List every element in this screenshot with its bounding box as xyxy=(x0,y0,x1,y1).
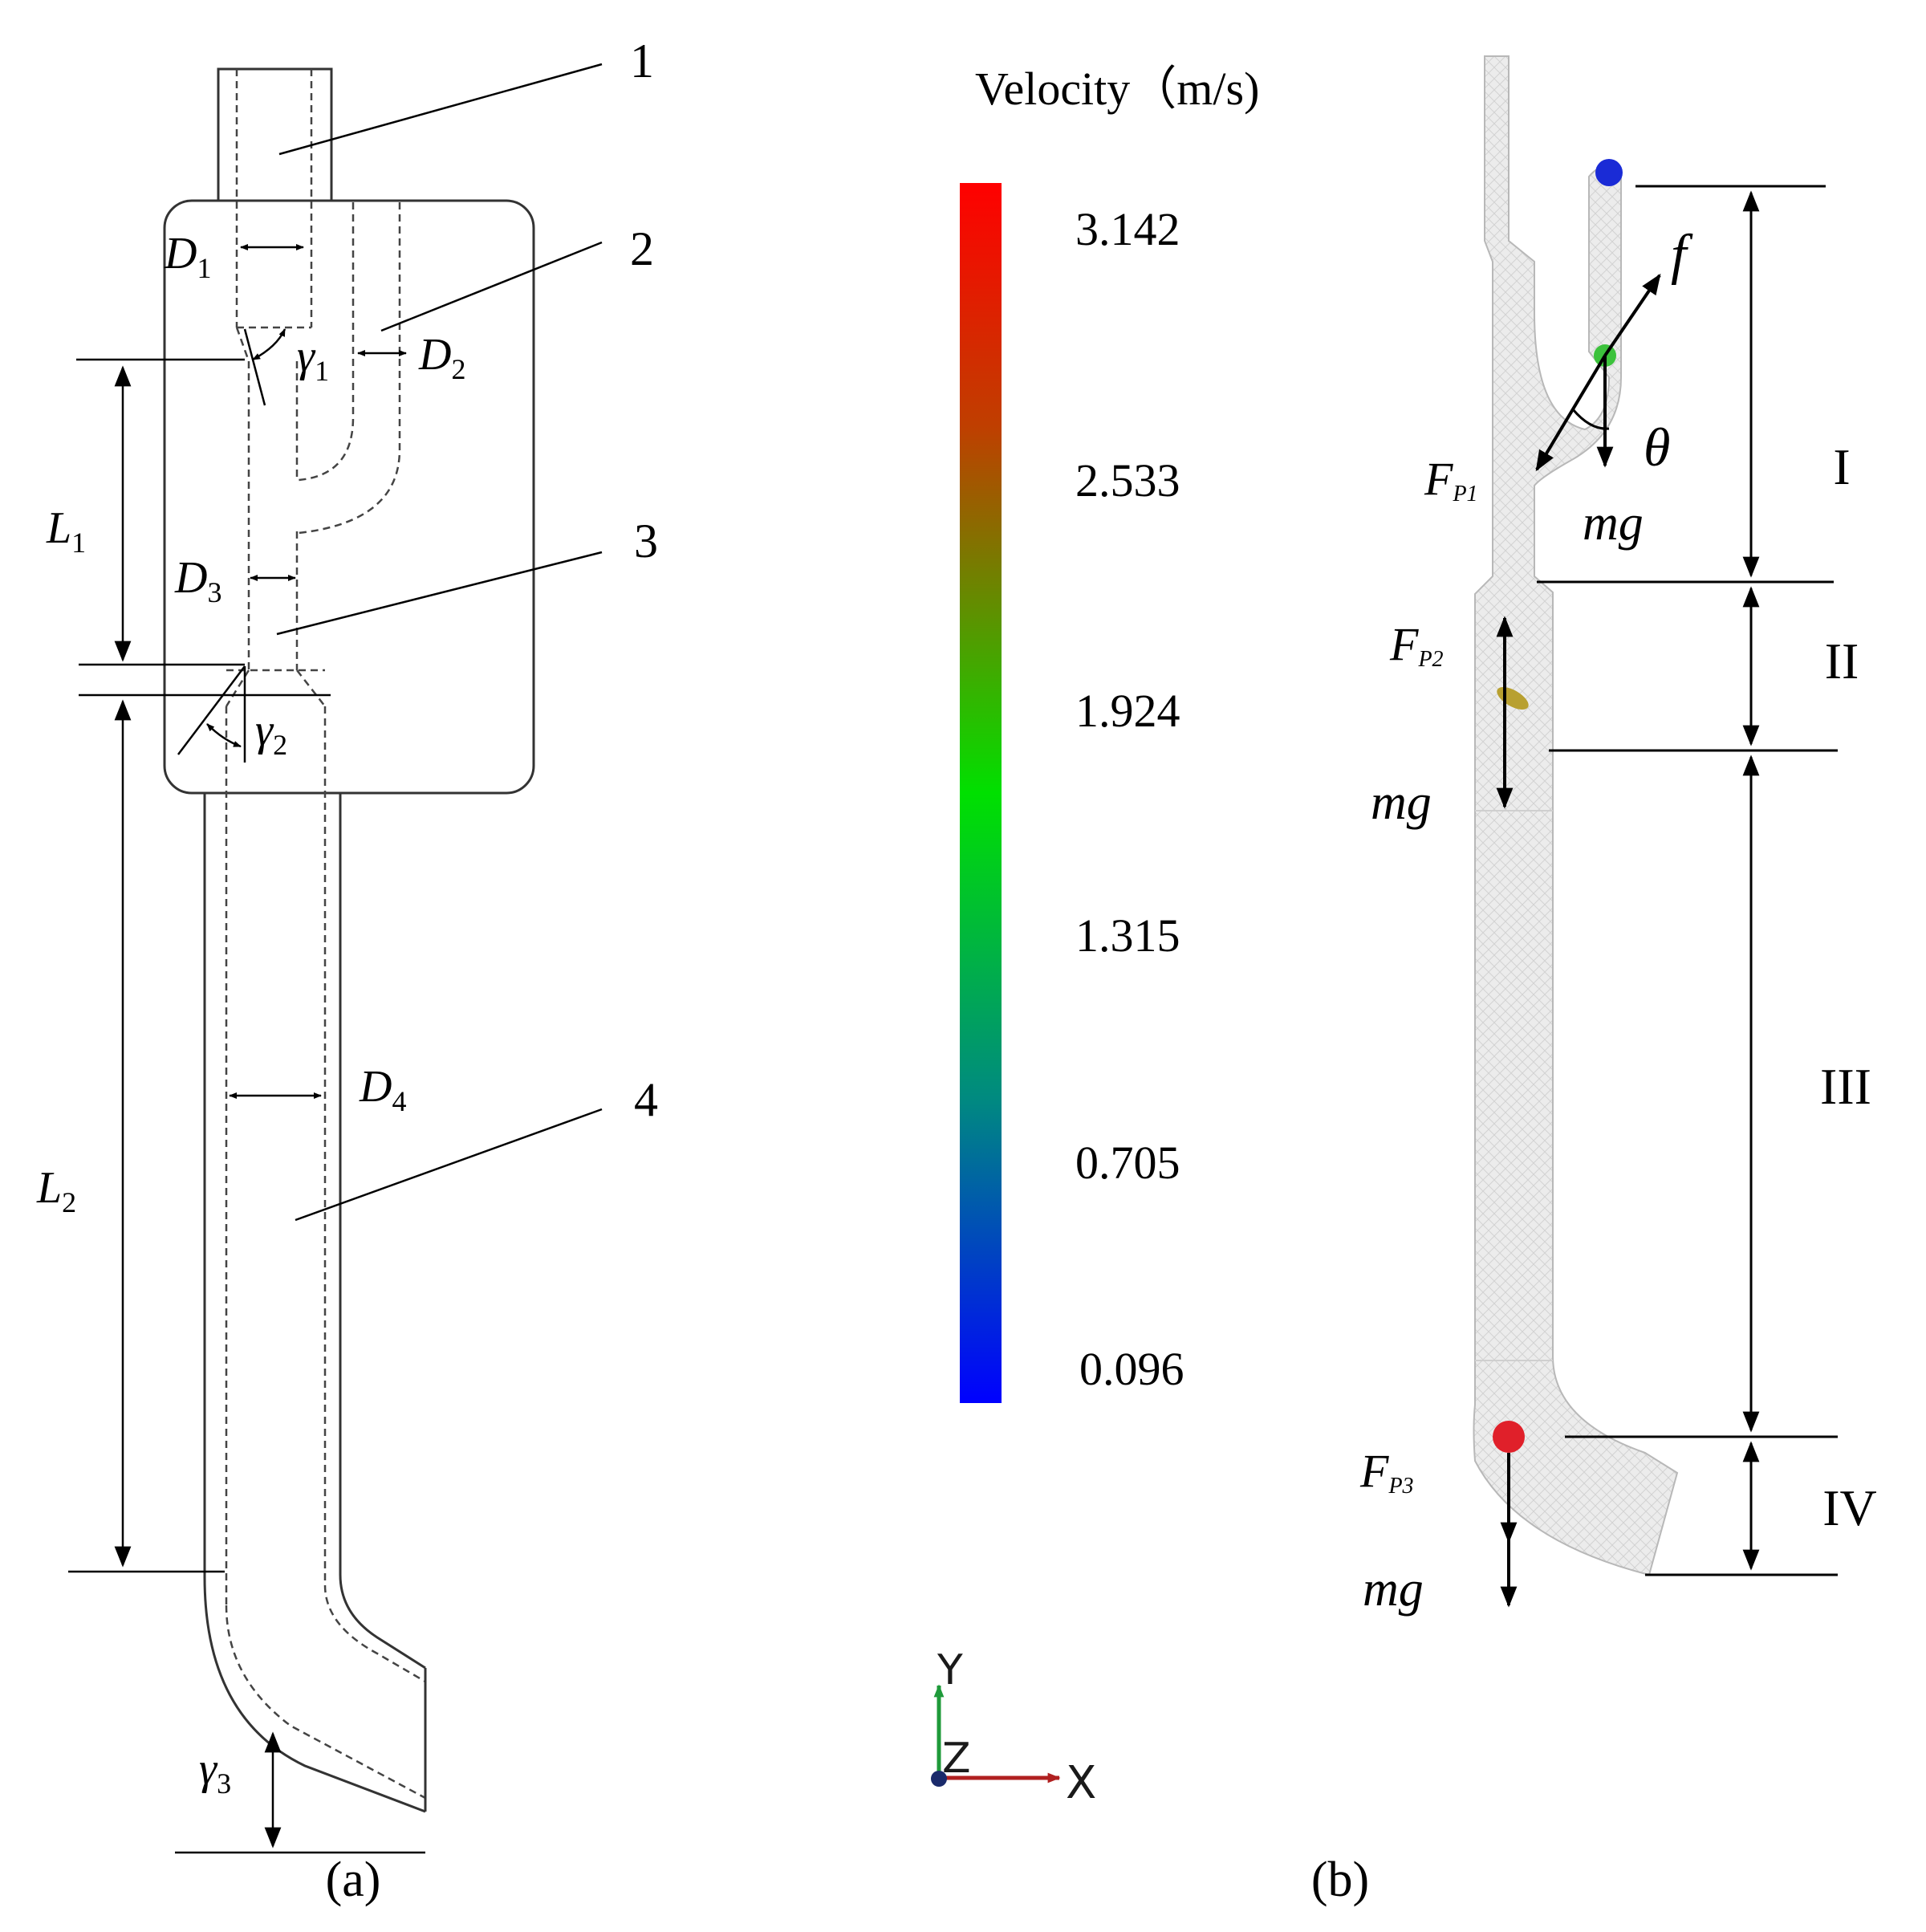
label-gamma3: γ3 xyxy=(199,1744,231,1800)
zone-label-I: I xyxy=(1833,438,1850,495)
nozzle-block xyxy=(163,199,535,795)
panel-b: f θ FP1 mg FP2 mg FP3 mg I II III IV (b) xyxy=(1311,55,1877,1907)
zone-label-II: II xyxy=(1825,632,1859,689)
colorbar-tick-1: 2.533 xyxy=(1075,454,1180,506)
outlet-pipe xyxy=(203,793,427,1813)
dimension-lines xyxy=(68,244,425,1854)
label-FP2: FP2 xyxy=(1389,618,1444,672)
colorbar-title: Velocity（m/s) xyxy=(975,63,1259,115)
label-FP3: FP3 xyxy=(1359,1445,1414,1499)
colorbar-bar xyxy=(960,183,1002,1403)
label-gamma1: γ1 xyxy=(297,331,329,387)
label-D1: D1 xyxy=(164,229,211,284)
caption-a: (a) xyxy=(326,1853,381,1907)
y-axis-label: Y xyxy=(937,1646,963,1694)
zone-dimensions xyxy=(1537,185,1838,1576)
label-mg-1: mg xyxy=(1583,496,1644,551)
colorbar-tick-4: 0.705 xyxy=(1075,1137,1180,1189)
callout-2: 2 xyxy=(630,222,654,275)
callout-4: 4 xyxy=(634,1073,658,1126)
label-D2: D2 xyxy=(418,330,465,385)
colorbar-tick-0: 3.142 xyxy=(1075,203,1180,255)
label-L1: L1 xyxy=(46,503,86,559)
label-L2: L2 xyxy=(36,1163,76,1218)
zone-label-IV: IV xyxy=(1822,1479,1877,1536)
callout-3: 3 xyxy=(634,515,658,567)
colorbar-tick-3: 1.315 xyxy=(1075,909,1180,962)
callout-leaders xyxy=(276,63,603,1222)
colorbar-tick-5: 0.096 xyxy=(1079,1343,1184,1395)
label-FP1: FP1 xyxy=(1424,453,1478,506)
panel-a: 1 2 3 4 D1 D2 D3 D4 L1 xyxy=(36,35,658,1907)
label-mg-3: mg xyxy=(1363,1562,1424,1617)
nozzle-mesh xyxy=(1473,55,1679,1576)
label-D3: D3 xyxy=(174,553,221,608)
label-theta: θ xyxy=(1644,417,1670,478)
z-axis-dot xyxy=(931,1771,947,1787)
velocity-colorbar: Velocity（m/s) 3.142 2.533 1.924 1.315 0.… xyxy=(960,63,1259,1403)
x-axis-label: X xyxy=(1066,1757,1096,1809)
zone-label-III: III xyxy=(1820,1058,1871,1115)
callout-1: 1 xyxy=(630,35,654,87)
label-mg-2: mg xyxy=(1371,775,1432,830)
particle-blue xyxy=(1595,159,1623,186)
force-vectors xyxy=(1496,273,1661,1608)
z-axis-label: Z xyxy=(942,1735,971,1783)
feed-pipe xyxy=(217,67,333,202)
axis-triad: Y Z X xyxy=(931,1646,1096,1809)
colorbar-tick-2: 1.924 xyxy=(1075,685,1180,737)
caption-b: (b) xyxy=(1311,1853,1369,1907)
label-D4: D4 xyxy=(359,1062,406,1117)
label-friction: f xyxy=(1671,224,1693,286)
particle-red xyxy=(1493,1421,1525,1453)
inner-channels xyxy=(225,69,426,1800)
label-gamma2: γ2 xyxy=(255,706,287,761)
